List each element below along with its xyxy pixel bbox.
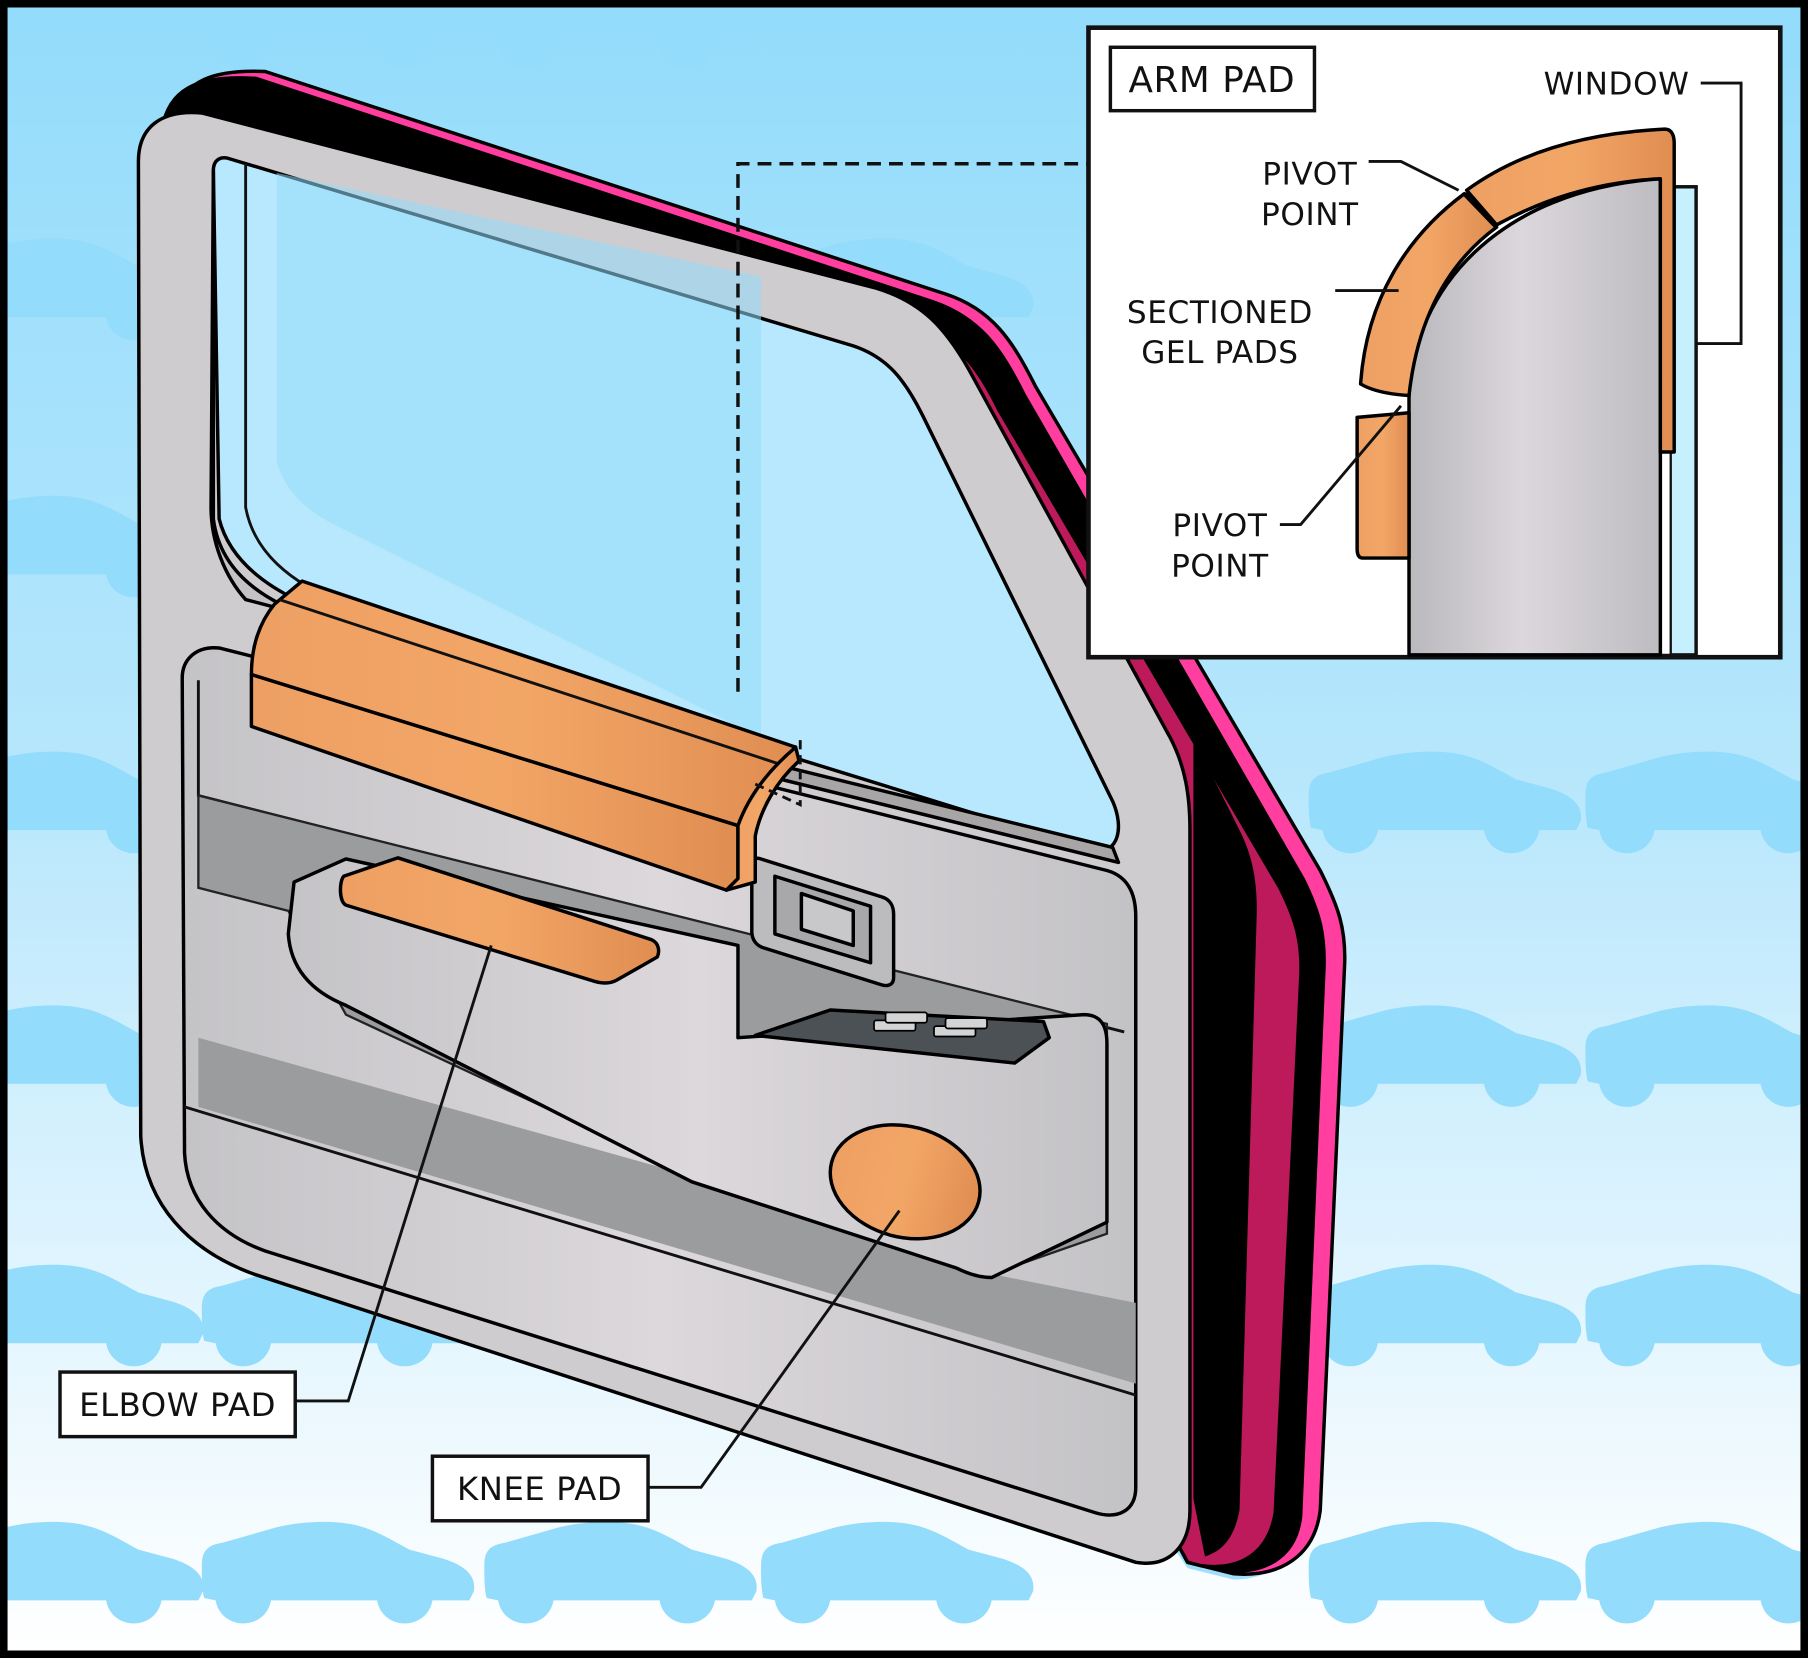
inset-pivot-seam: [1462, 192, 1499, 229]
arm-pad-section-marker: [754, 737, 802, 808]
arm-pad-pivot-seam: [278, 598, 785, 767]
arm-pad-end-cap: [724, 745, 801, 892]
elbow-pad-label-box: [58, 1370, 297, 1439]
handle-lever[interactable]: [799, 891, 855, 948]
inset-gel-pad-bottom: [1355, 411, 1411, 560]
pivot-bottom-label-line2: POINT: [1171, 548, 1269, 584]
inset-gel-pad-top: [1464, 127, 1676, 454]
elbow-pad-callout: ELBOW PAD: [58, 1370, 297, 1439]
door-lower-crease: [184, 1105, 1137, 1397]
pivot-bottom-leader: [1279, 404, 1403, 527]
arm-pad-inset: ARM PAD WINDOW PIVOT POINT SECTIONED GEL…: [1086, 25, 1783, 660]
pivot-bottom-label-line1: PIVOT: [1172, 508, 1267, 544]
elbow-pad: [338, 856, 661, 985]
inset-title-box: [1108, 45, 1317, 113]
window-label: WINDOW: [1544, 67, 1690, 103]
gel-pads-label-line1: SECTIONED: [1127, 295, 1313, 331]
window-switch-button[interactable]: [884, 1011, 928, 1024]
window-leader: [1696, 81, 1743, 346]
door-handle[interactable]: [750, 856, 896, 988]
knee-pad-label-box: [430, 1454, 650, 1523]
inset-leader-dashed: [736, 161, 1089, 692]
knee-pad: [828, 1123, 982, 1241]
elbow-pad-label: ELBOW PAD: [79, 1386, 276, 1424]
seal-black-inner: [1193, 737, 1257, 1557]
pivot-top-label-line2: POINT: [1261, 197, 1359, 233]
window-switch-button[interactable]: [944, 1017, 988, 1030]
knee-pad-callout: KNEE PAD: [430, 1454, 650, 1523]
arm-pad-on-door: [249, 579, 801, 892]
door-lower-dark-band: [198, 1037, 1136, 1384]
gel-pads-label-line2: GEL PADS: [1141, 335, 1298, 371]
pivot-top-leader: [1368, 159, 1460, 192]
window-switch-console: [753, 1008, 1052, 1065]
inset-title: ARM PAD: [1128, 60, 1295, 101]
window-reflection: [276, 172, 762, 738]
elbow-pad-leader: [295, 945, 493, 1403]
knee-pad-leader: [648, 1209, 901, 1489]
knee-pad-label: KNEE PAD: [457, 1470, 622, 1508]
pivot-top-label-line1: PIVOT: [1262, 156, 1357, 192]
